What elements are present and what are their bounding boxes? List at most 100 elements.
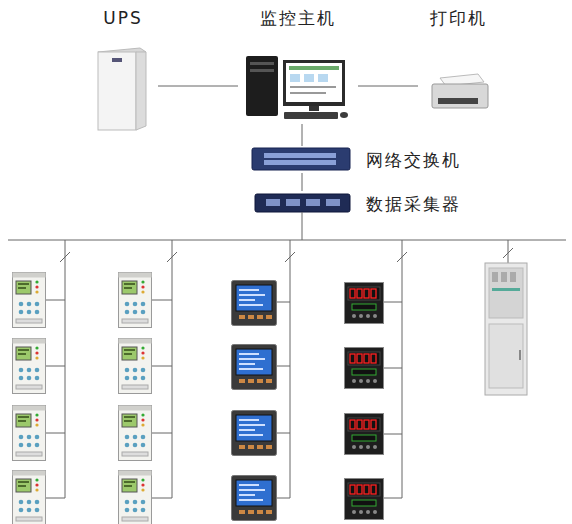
device-label: 监控主机 bbox=[260, 8, 336, 28]
connector-line bbox=[358, 86, 418, 87]
bus-line bbox=[172, 240, 173, 498]
pc-drive bbox=[250, 69, 274, 72]
switch-body bbox=[252, 148, 350, 170]
keyboard bbox=[284, 112, 338, 119]
bus-line bbox=[402, 240, 403, 498]
bus-stub bbox=[277, 302, 290, 303]
protection-relay bbox=[119, 339, 152, 394]
printer-body bbox=[432, 84, 488, 108]
collector-port bbox=[326, 199, 340, 206]
collector-body bbox=[255, 194, 350, 212]
printer-slot bbox=[438, 98, 478, 104]
temperature-controller bbox=[345, 414, 384, 455]
screen-bar bbox=[289, 66, 339, 70]
bus-stub bbox=[383, 498, 402, 499]
protection-relay bbox=[119, 406, 152, 461]
field-bus bbox=[8, 212, 566, 498]
device-label: 数据采集器 bbox=[366, 194, 461, 214]
ups-front bbox=[98, 52, 136, 130]
device-node: 打印机 bbox=[418, 8, 498, 114]
cabinet bbox=[485, 263, 527, 395]
bus-stub bbox=[46, 498, 65, 499]
device-node: 网络交换机 bbox=[250, 146, 480, 173]
connector-line bbox=[302, 173, 303, 191]
cabinet-breaker bbox=[510, 272, 516, 282]
screen-line bbox=[290, 86, 336, 88]
cabinet-rail bbox=[492, 288, 520, 291]
temperature-controller bbox=[345, 479, 384, 520]
bus-line bbox=[8, 240, 566, 241]
screen-item bbox=[318, 74, 328, 82]
collector-port bbox=[286, 199, 300, 206]
collector-port bbox=[266, 199, 280, 206]
cabinet-breaker bbox=[501, 272, 507, 282]
relay-column bbox=[13, 273, 152, 524]
device-node: 数据采集器 bbox=[250, 191, 480, 216]
cabinet-body bbox=[485, 263, 527, 395]
bus-stub bbox=[46, 433, 65, 434]
switch-ports bbox=[264, 153, 336, 158]
bus-stub bbox=[152, 498, 172, 499]
pc-tower bbox=[246, 56, 278, 116]
protection-relay bbox=[13, 273, 46, 328]
device-node: 监控主机 bbox=[238, 8, 358, 124]
protection-relay bbox=[119, 273, 152, 328]
ups-unit bbox=[98, 48, 146, 130]
bus-stub bbox=[46, 366, 65, 367]
protection-relay bbox=[119, 471, 152, 524]
screen-item bbox=[290, 74, 300, 82]
connector-line bbox=[302, 124, 303, 146]
monitor-stand bbox=[309, 106, 319, 111]
screen-item bbox=[304, 74, 314, 82]
power-meter bbox=[232, 281, 277, 326]
device-label: 网络交换机 bbox=[366, 150, 461, 170]
bus-stub bbox=[383, 434, 402, 435]
bus-slash bbox=[503, 248, 513, 258]
switch-ports bbox=[264, 160, 336, 165]
bus-line bbox=[302, 212, 303, 240]
temperature-column bbox=[345, 283, 384, 520]
bus-slash bbox=[167, 252, 177, 262]
device-node: UPS bbox=[88, 8, 158, 134]
network-switch bbox=[252, 148, 350, 170]
ups-panel bbox=[112, 58, 122, 62]
bus-line bbox=[65, 240, 66, 498]
bus-slash bbox=[397, 252, 407, 262]
device-label: 打印机 bbox=[430, 8, 487, 28]
bus-stub bbox=[277, 433, 290, 434]
power-meter bbox=[232, 345, 277, 390]
ups-side bbox=[136, 52, 146, 130]
bus-line bbox=[508, 240, 509, 263]
cabinet-breaker bbox=[492, 272, 498, 282]
bus-slash bbox=[60, 252, 70, 262]
temperature-controller bbox=[345, 283, 384, 324]
pc-drive bbox=[250, 62, 274, 65]
device-label: UPS bbox=[103, 8, 143, 28]
bus-stub bbox=[383, 302, 402, 303]
host-computer bbox=[246, 56, 348, 119]
monitor-frame bbox=[283, 60, 345, 106]
cabinet-panel bbox=[489, 268, 523, 318]
protection-relay bbox=[13, 471, 46, 524]
power-meter bbox=[232, 411, 277, 456]
protection-relay bbox=[13, 406, 46, 461]
cabinet-door bbox=[489, 324, 523, 388]
bus-stub bbox=[152, 433, 172, 434]
bus-stub bbox=[277, 366, 290, 367]
data-collector bbox=[255, 194, 350, 212]
mouse bbox=[340, 112, 348, 118]
monitor-screen bbox=[286, 63, 342, 102]
bus-stub bbox=[152, 300, 172, 301]
bus-stub bbox=[46, 300, 65, 301]
bus-slash bbox=[285, 252, 295, 262]
bus-stub bbox=[152, 366, 172, 367]
temperature-controller bbox=[345, 348, 384, 389]
protection-relay bbox=[13, 339, 46, 394]
meter-column bbox=[232, 281, 277, 521]
bus-line bbox=[290, 240, 291, 498]
bus-stub bbox=[277, 498, 290, 499]
cabinet-handle bbox=[519, 350, 521, 360]
